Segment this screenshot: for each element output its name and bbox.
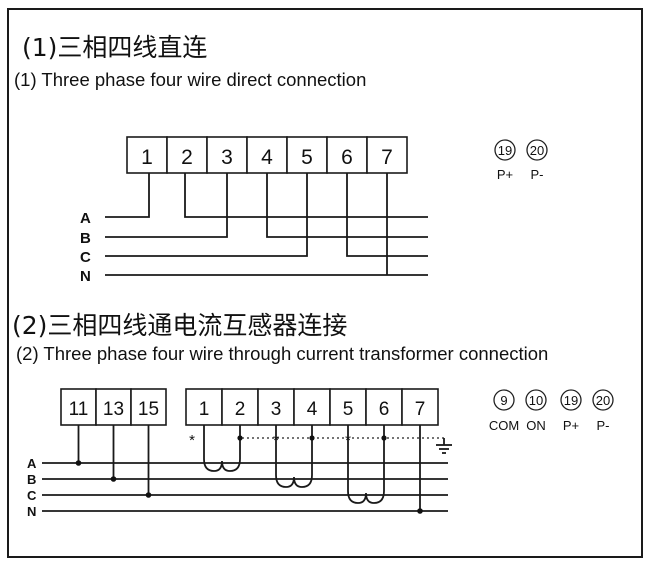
current-terminal-label-3: 3 bbox=[271, 399, 282, 420]
terminal-label-6: 6 bbox=[341, 146, 353, 169]
phase-label-n: N bbox=[80, 268, 91, 285]
output-label-10: ON bbox=[526, 418, 546, 433]
section2-title-en: (2) Three phase four wire through curren… bbox=[16, 343, 549, 364]
ct-c-junction bbox=[381, 435, 387, 441]
ct-b-coil bbox=[275, 474, 313, 488]
pulse-label-20: P- bbox=[531, 167, 544, 182]
ct-a-junction bbox=[237, 435, 243, 441]
output-number-10: 10 bbox=[529, 393, 543, 408]
ct-phase-label-a: A bbox=[27, 456, 37, 471]
ct-phase-label-n: N bbox=[27, 504, 36, 519]
section2-title-zh: (2)三相四线通电流互感器连接 bbox=[12, 311, 348, 340]
output-number-20: 20 bbox=[596, 393, 610, 408]
wire-b-out bbox=[266, 173, 428, 238]
wire-b-in bbox=[105, 173, 228, 238]
terminal-label-1: 1 bbox=[141, 146, 153, 169]
voltage-terminal-label-11: 11 bbox=[69, 399, 89, 420]
wire-a-in bbox=[105, 173, 150, 218]
diagram-frame bbox=[7, 8, 643, 558]
terminal-box-1 bbox=[126, 136, 168, 174]
junction-dot-11 bbox=[75, 460, 82, 466]
ct-phase-label-c: C bbox=[27, 488, 37, 503]
voltage-terminal-label-13: 13 bbox=[103, 399, 124, 420]
terminal-label-7: 7 bbox=[381, 146, 393, 169]
output-terminal-9 bbox=[493, 389, 515, 411]
ct-c-coil bbox=[347, 490, 385, 504]
phase-label-c: C bbox=[80, 249, 91, 266]
current-terminal-label-4: 4 bbox=[307, 399, 318, 420]
terminal-box-2 bbox=[166, 136, 208, 174]
terminal-box-4 bbox=[246, 136, 288, 174]
current-terminal-label-7: 7 bbox=[415, 399, 426, 420]
terminal-label-5: 5 bbox=[301, 146, 313, 169]
pulse-number-19: 19 bbox=[498, 143, 512, 158]
current-terminal-label-5: 5 bbox=[343, 399, 354, 420]
junction-dot-13 bbox=[110, 476, 117, 482]
current-terminal-box-1 bbox=[185, 388, 223, 426]
current-terminal-box-7 bbox=[401, 388, 439, 426]
output-label-9: COM bbox=[489, 418, 519, 433]
terminal-label-4: 4 bbox=[261, 146, 273, 169]
section1-title-zh: (1)三相四线直连 bbox=[22, 33, 208, 62]
section1-title-en: (1) Three phase four wire direct connect… bbox=[14, 69, 367, 90]
current-terminal-box-5 bbox=[329, 388, 367, 426]
current-terminal-label-2: 2 bbox=[235, 399, 246, 420]
output-number-19: 19 bbox=[564, 393, 578, 408]
output-number-9: 9 bbox=[500, 393, 507, 408]
wire-c-out bbox=[346, 173, 428, 257]
phase-label-a: A bbox=[80, 210, 91, 227]
voltage-terminal-box-13 bbox=[95, 388, 132, 426]
ct-n-junction bbox=[417, 508, 423, 514]
current-terminal-box-2 bbox=[221, 388, 259, 426]
output-label-19: P+ bbox=[563, 418, 579, 433]
pulse-label-19: P+ bbox=[497, 167, 513, 182]
current-terminal-label-1: 1 bbox=[199, 399, 210, 420]
current-terminal-label-6: 6 bbox=[379, 399, 390, 420]
terminal-label-2: 2 bbox=[181, 146, 193, 169]
pulse-number-20: 20 bbox=[530, 143, 544, 158]
ct-a-coil bbox=[203, 458, 241, 472]
terminal-label-3: 3 bbox=[221, 146, 233, 169]
junction-dot-15 bbox=[145, 492, 152, 498]
output-terminal-10 bbox=[525, 389, 547, 411]
pulse-terminal-19 bbox=[494, 139, 516, 161]
phase-label-b: B bbox=[80, 230, 91, 247]
wire-c-in bbox=[105, 173, 308, 257]
polarity-mark-ct-a: * bbox=[189, 432, 195, 449]
output-label-20: P- bbox=[597, 418, 610, 433]
terminal-box-5 bbox=[286, 136, 328, 174]
ct-phase-label-b: B bbox=[27, 472, 36, 487]
voltage-terminal-label-15: 15 bbox=[138, 399, 159, 420]
output-terminal-20 bbox=[592, 389, 614, 411]
pulse-terminal-20 bbox=[526, 139, 548, 161]
ct-b-junction bbox=[309, 435, 315, 441]
output-terminal-19 bbox=[560, 389, 582, 411]
current-terminal-box-4 bbox=[293, 388, 331, 426]
